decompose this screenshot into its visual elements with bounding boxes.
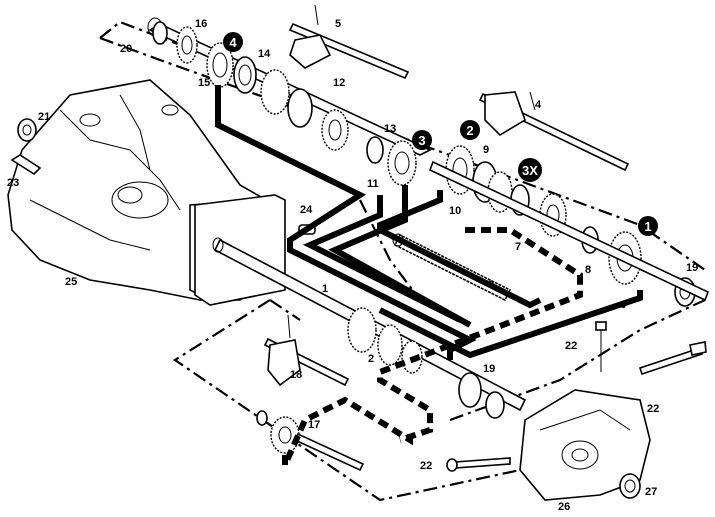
gear-2-lower — [347, 307, 423, 374]
label-7: 7 — [515, 241, 521, 253]
svg-text:3: 3 — [418, 133, 425, 148]
badge-2: 2 — [460, 120, 480, 140]
bearing-19-lower — [458, 372, 505, 419]
label-22-bottom: 22 — [420, 460, 432, 472]
shift-fork-18 — [263, 314, 350, 387]
shift-fork-4 — [478, 91, 630, 172]
label-19-right: 19 — [686, 262, 698, 274]
label-20: 20 — [120, 43, 132, 55]
svg-text:4: 4 — [229, 35, 237, 50]
label-13: 13 — [384, 123, 396, 135]
label-8: 8 — [585, 264, 591, 276]
label-19-lower: 19 — [483, 363, 495, 375]
label-16: 16 — [195, 18, 207, 30]
label-14: 14 — [258, 48, 271, 60]
bolt-22-b — [638, 341, 707, 376]
ring-13 — [366, 136, 384, 164]
label-22-top: 22 — [565, 340, 577, 352]
label-18: 18 — [290, 369, 302, 381]
label-3: 3 — [488, 279, 494, 291]
svg-text:1: 1 — [644, 219, 651, 234]
label-27: 27 — [645, 486, 657, 498]
badge-3: 3 — [412, 130, 432, 150]
badge-4: 4 — [223, 32, 243, 52]
gear-3-top — [387, 140, 417, 186]
label-24: 24 — [300, 204, 313, 216]
label-26: 26 — [558, 501, 570, 513]
svg-text:3X: 3X — [522, 163, 538, 178]
shift-fork-5 — [288, 4, 410, 80]
bolt-23 — [10, 154, 42, 176]
bolt-22-c — [446, 457, 511, 472]
label-15: 15 — [198, 77, 210, 89]
synchro-hub-12 — [260, 69, 349, 151]
callout-labels: 1 2 3 4 5 6 7 8 9 10 11 12 13 14 15 16 1… — [7, 18, 698, 513]
seal-27 — [619, 473, 641, 499]
label-11: 11 — [367, 178, 379, 190]
label-25: 25 — [65, 276, 77, 288]
label-10: 10 — [449, 205, 461, 217]
label-2: 2 — [368, 353, 374, 365]
label-1: 1 — [322, 283, 328, 295]
label-21: 21 — [38, 111, 50, 123]
power-flow-paths — [215, 85, 643, 467]
svg-text:2: 2 — [466, 123, 473, 138]
label-22-right: 22 — [647, 403, 659, 415]
gear-20 — [152, 21, 168, 45]
label-4: 4 — [535, 99, 542, 111]
label-5: 5 — [335, 18, 341, 30]
bolt-22-a — [595, 321, 607, 372]
output-shaft-right — [428, 160, 710, 302]
rear-cover-26 — [519, 389, 651, 501]
badge-1: 1 — [638, 216, 658, 236]
label-9: 9 — [483, 144, 489, 156]
seal-21 — [17, 118, 37, 142]
label-23: 23 — [7, 177, 19, 189]
gear-16 — [176, 26, 198, 64]
label-12: 12 — [333, 77, 345, 89]
label-17: 17 — [308, 419, 320, 431]
label-6: 6 — [620, 299, 626, 311]
ring-14 — [233, 56, 257, 94]
gear-4-top — [206, 42, 234, 88]
badge-3x: 3X — [518, 158, 542, 182]
